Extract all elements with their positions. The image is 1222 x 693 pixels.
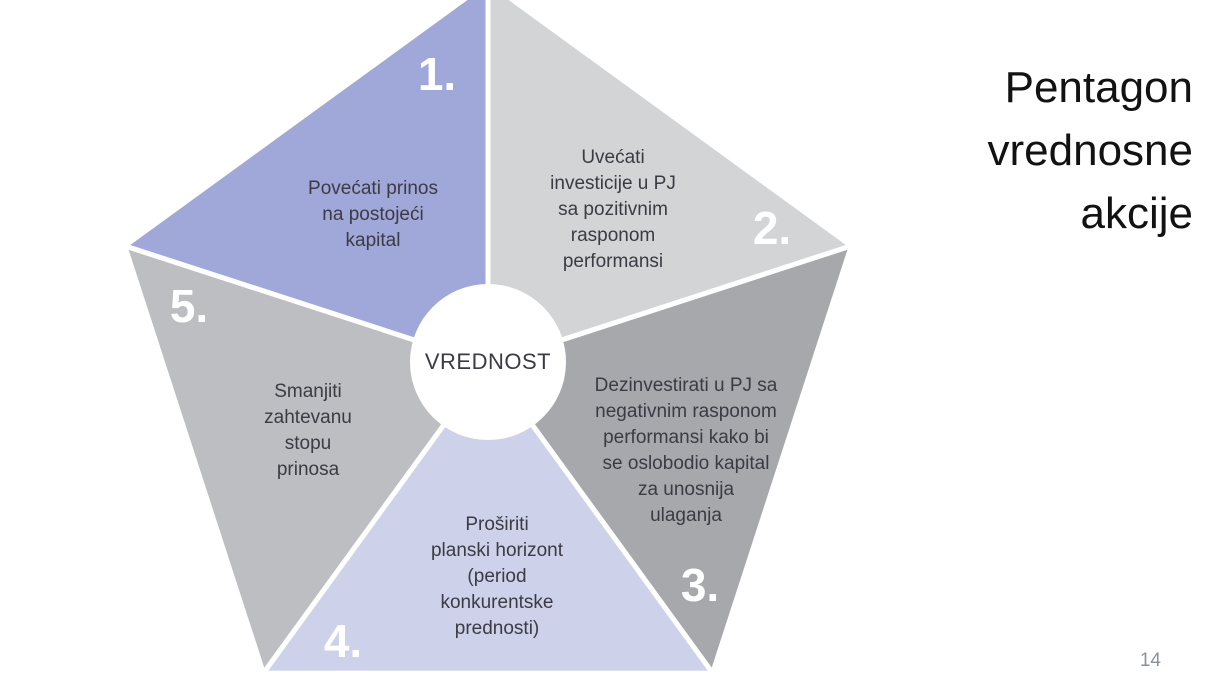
segment-3-label: Dezinvestirati u PJ sa negativnim raspon… [594,375,778,526]
segment-1-label: Povećati prinos na postojeći kapital [308,178,438,251]
slide-title: Pentagon vrednosne akcije [987,63,1193,238]
segment-4-label: Proširiti planski horizont (period konku… [430,514,564,639]
center-circle [410,284,566,440]
page-number: 14 [1139,650,1161,671]
segment-3-number: 3. [680,559,720,611]
segment-1-number: 1. [417,48,457,100]
segment-2-number: 2. [752,202,792,254]
segment-2-label: Uvećati investicije u PJ sa pozitivnim r… [550,147,676,272]
segment-5-label: Smanjiti zahtevanu stopu prinosa [264,381,352,480]
segment-4-number: 4. [323,615,363,667]
segment-5-number: 5. [169,280,209,332]
center-circle-label: VREDNOST [424,349,552,374]
pentagon-segment-5 [122,243,491,676]
